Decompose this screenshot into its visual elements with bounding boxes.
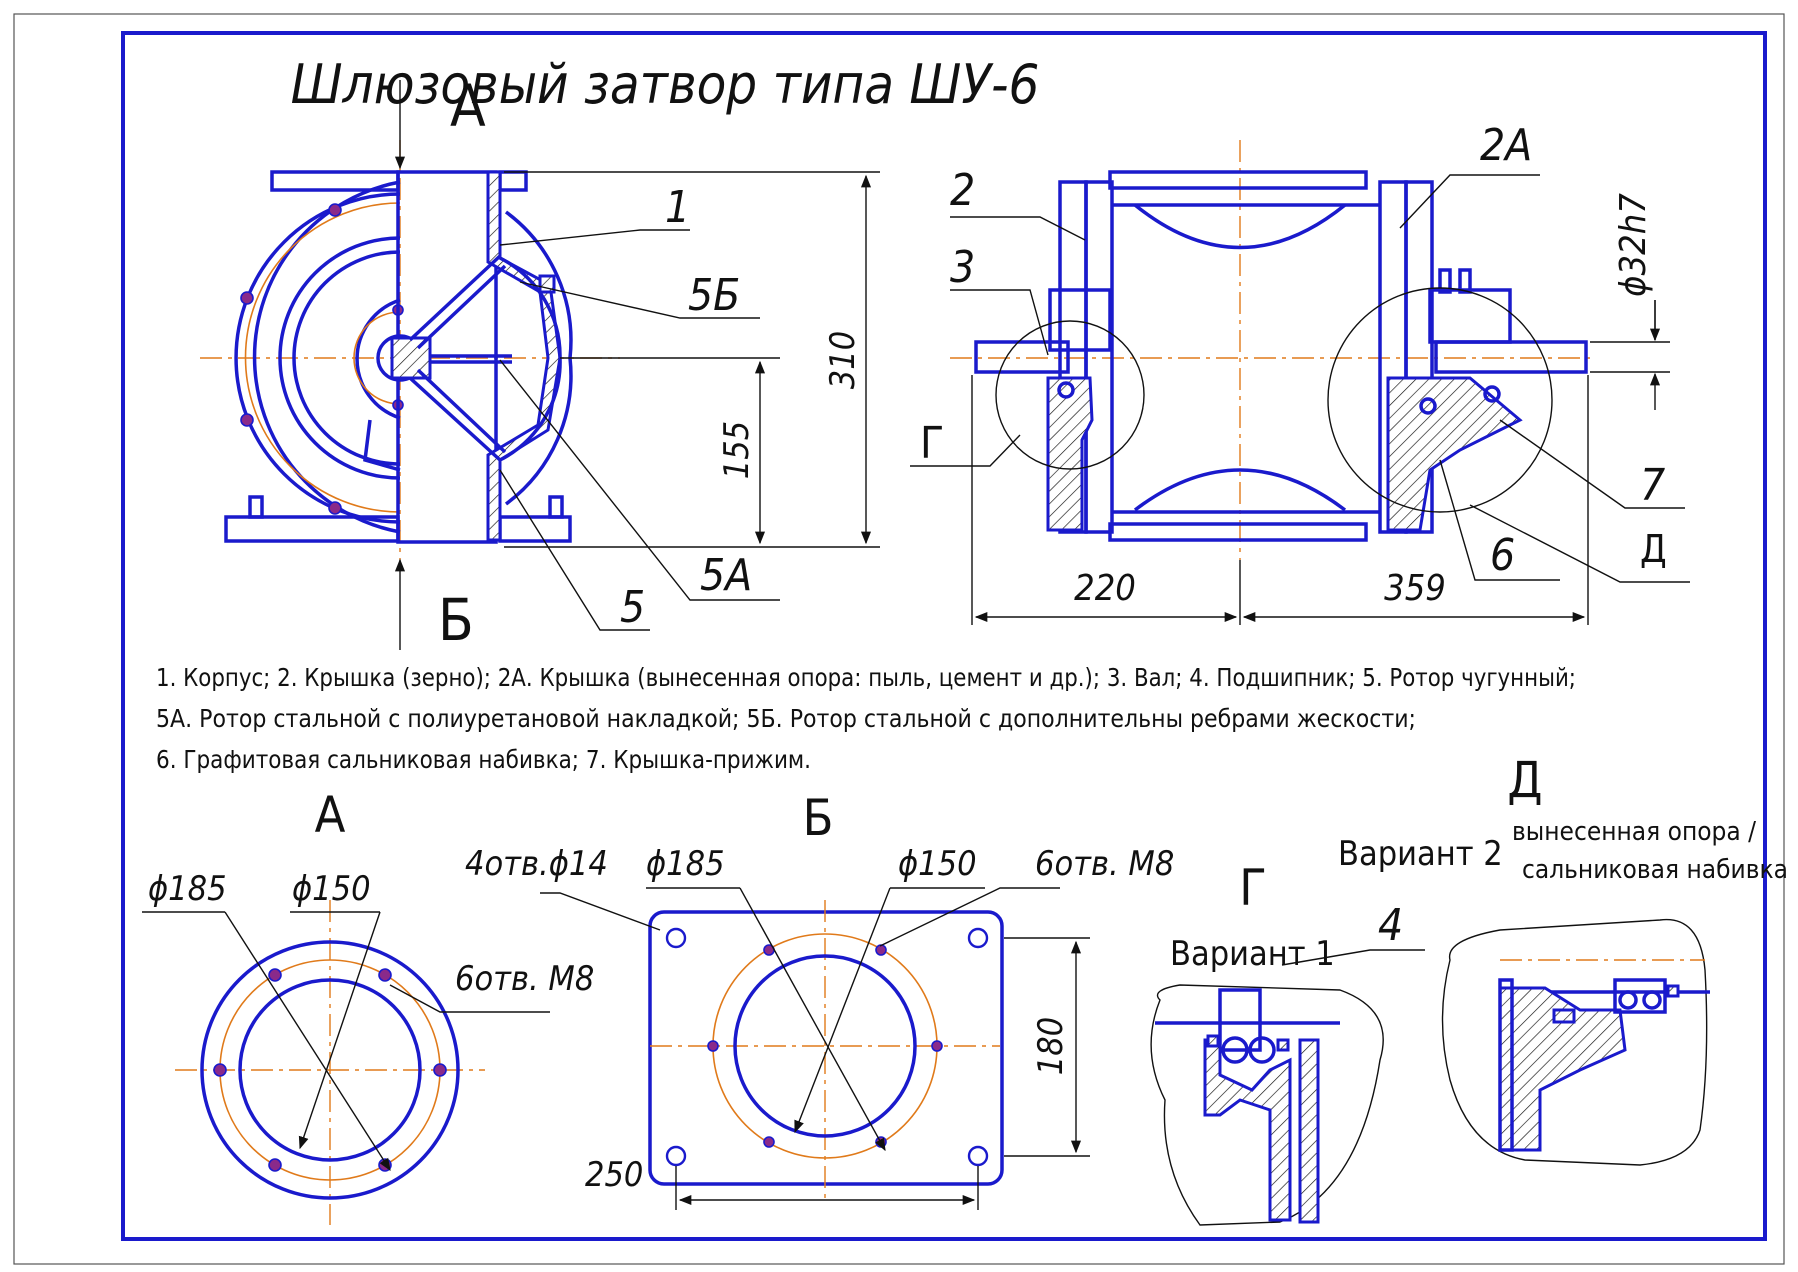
dim-b-250: 250 [585,1155,643,1195]
callout-5b: 5Б [688,270,740,321]
callout-5a: 5А [700,550,752,601]
dim-a-holes: 6отв. М8 [455,959,594,999]
view-mark-b: Б [438,586,474,654]
detail-d-title: Д [1507,751,1542,809]
dim-155: 155 [717,421,757,479]
dim-b-holes-corner: 4отв.ϕ14 [465,844,608,884]
callout-4: 4 [1378,900,1403,951]
dim-b-150: ϕ150 [898,844,977,884]
callout-5: 5 [620,582,645,633]
view-mark-a: А [450,72,486,140]
dim-b-180: 180 [1031,1017,1071,1075]
callout-3: 3 [950,242,975,293]
legend-line-3: 6. Графитовая сальниковая набивка; 7. Кр… [156,745,811,774]
sheet-border [13,13,1785,1265]
front-view: А Б 1 5Б 5А 5 310 155 [200,72,880,654]
drawing-title: Шлюзовый затвор типа ШУ-6 [291,53,1040,116]
dim-shaft: ϕ32h7 [1613,193,1654,297]
callout-1: 1 [665,182,690,233]
callout-6: 6 [1490,530,1515,581]
dim-a-150: ϕ150 [292,869,371,909]
view-a: А ϕ185 ϕ150 6отв. М8 [142,786,594,1225]
variant-1-label: Вариант 1 [1170,934,1335,974]
detail-d: Д Вариант 2 вынесенная опора / сальников… [1338,751,1788,1166]
dim-359: 359 [1384,568,1446,609]
callout-d: Д [1640,527,1667,571]
dim-a-185: ϕ185 [148,869,227,909]
variant-2-note-1: вынесенная опора / [1512,817,1756,847]
view-b: Б 4отв.ϕ14 ϕ185 ϕ150 6отв. М8 180 250 [465,789,1174,1210]
callout-2: 2 [950,165,975,216]
variant-2-label: Вариант 2 [1338,834,1503,874]
detail-g: Г Вариант 1 4 [1150,859,1425,1226]
view-b-title: Б [803,789,834,847]
callout-7: 7 [1640,460,1665,511]
dim-220: 220 [1074,568,1136,609]
view-a-title: А [315,786,346,844]
legend: 1. Корпус; 2. Крышка (зерно); 2А. Крышка… [156,663,1576,774]
legend-line-2: 5А. Ротор стальной с полиуретановой накл… [156,704,1416,733]
callout-g: Г [920,418,944,469]
variant-2-note-2: сальниковая набивка [1522,855,1788,885]
legend-line-1: 1. Корпус; 2. Крышка (зерно); 2А. Крышка… [156,663,1576,692]
drawing-frame [121,31,1767,1241]
side-view: 2 3 2А Г 7 6 Д 220 359 ϕ32h7 [910,120,1690,625]
detail-g-title: Г [1239,859,1266,917]
dim-310: 310 [823,331,863,389]
dim-b-holes: 6отв. М8 [1035,844,1174,884]
dim-b-185: ϕ185 [646,844,725,884]
callout-2a: 2А [1480,120,1532,171]
